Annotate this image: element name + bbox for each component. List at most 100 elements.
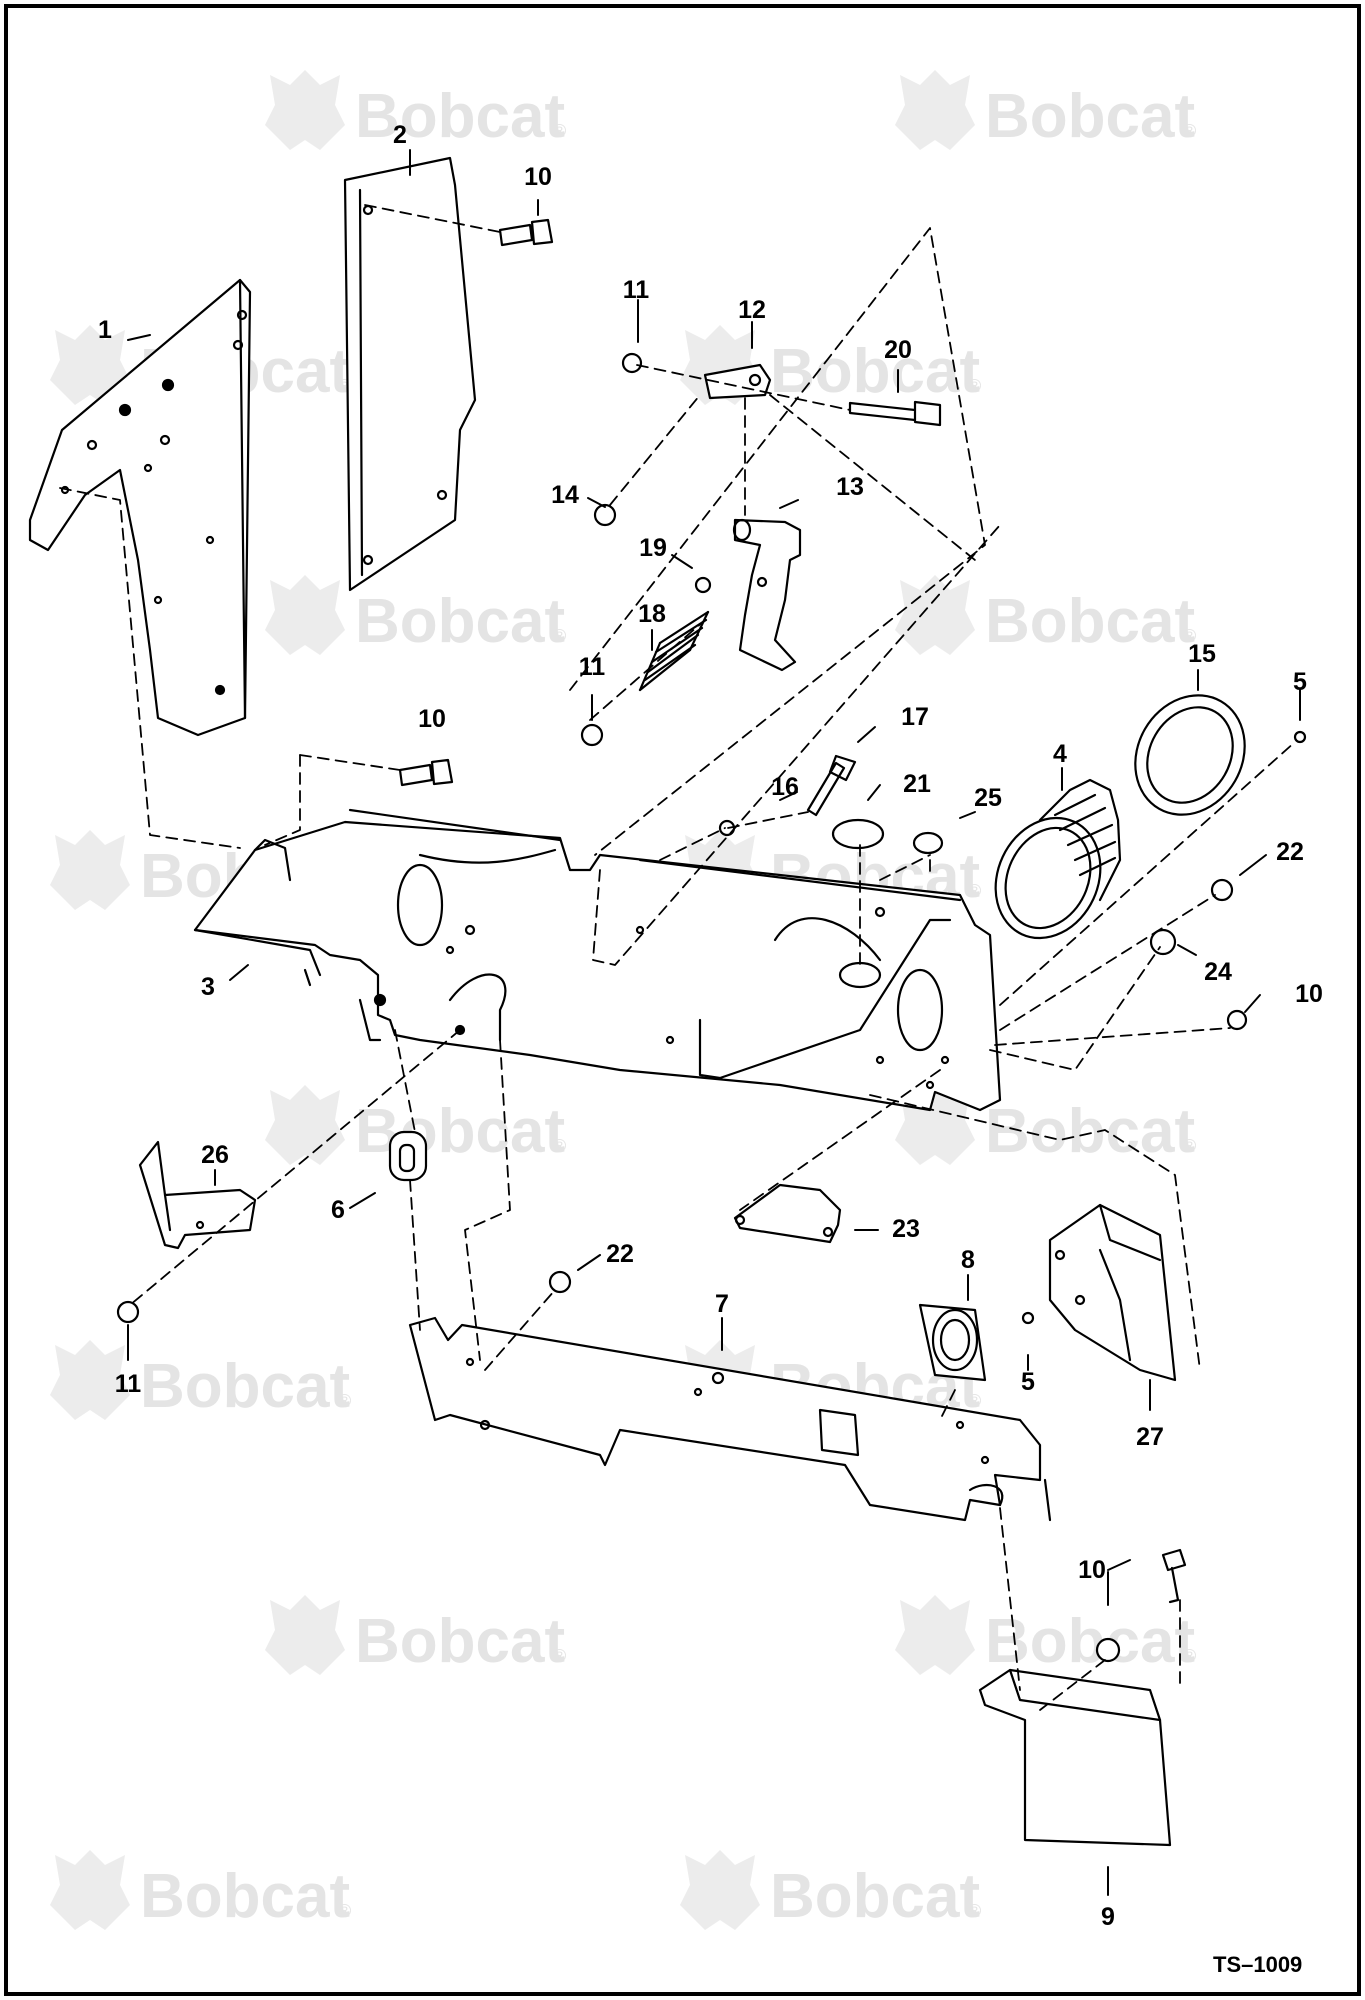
callout-number: 24 xyxy=(1204,958,1232,986)
watermark-brand: Bobcat xyxy=(355,1097,565,1166)
watermark-registered-mark: ® xyxy=(338,1901,351,1921)
watermark-brand: Bobcat xyxy=(985,1607,1195,1676)
callout-number: 3 xyxy=(201,973,215,1001)
callout-number: 5 xyxy=(1293,668,1307,696)
callout-number: 22 xyxy=(1276,838,1304,866)
callout-number: 10 xyxy=(1078,1556,1106,1584)
callout-number: 21 xyxy=(903,770,931,798)
watermark-registered-mark: ® xyxy=(968,376,981,396)
watermark-registered-mark: ® xyxy=(553,626,566,646)
callout-number: 7 xyxy=(715,1290,729,1318)
callout-number: 16 xyxy=(771,773,799,801)
part-6-grommet xyxy=(388,1130,428,1182)
watermark: Bobcat® xyxy=(680,1850,981,1931)
callout-number: 15 xyxy=(1188,640,1216,668)
watermark-brand: Bobcat xyxy=(770,337,980,406)
part-10-bolt-bottom xyxy=(1095,1637,1121,1663)
watermark: Bobcat® xyxy=(895,70,1196,151)
bobcat-logo-icon xyxy=(50,1850,130,1930)
watermark: Bobcat® xyxy=(265,1595,566,1676)
callout-number: 10 xyxy=(418,705,446,733)
callout-number: 4 xyxy=(1053,740,1067,768)
callout-number: 5 xyxy=(1021,1368,1035,1396)
bobcat-logo-icon xyxy=(50,325,130,405)
part-22-bolt-lower xyxy=(548,1270,572,1294)
part-7-lower-plate xyxy=(408,1316,1052,1522)
part-13-lever xyxy=(732,518,802,672)
watermark-registered-mark: ® xyxy=(553,1646,566,1666)
part-22-bolt-upper xyxy=(1210,878,1234,902)
callout-number: 1 xyxy=(98,316,112,344)
bobcat-logo-icon xyxy=(50,1340,130,1420)
watermark: Bobcat® xyxy=(265,70,566,151)
watermark-brand: Bobcat xyxy=(355,1607,565,1676)
bobcat-logo-icon xyxy=(265,1595,345,1675)
part-24-washer xyxy=(1149,928,1177,956)
callout-number: 23 xyxy=(892,1215,920,1243)
watermark-brand: Bobcat xyxy=(355,587,565,656)
callout-number: 12 xyxy=(738,296,766,324)
part-25-plug xyxy=(912,831,944,855)
part-5-screw-lower xyxy=(1021,1311,1035,1325)
watermark: Bobcat® xyxy=(895,575,1196,656)
bobcat-logo-icon xyxy=(265,1085,345,1165)
callout-number: 11 xyxy=(623,276,650,304)
part-8-cover xyxy=(918,1303,987,1382)
watermark-registered-mark: ® xyxy=(1183,626,1196,646)
part-10-bolt-top xyxy=(498,218,554,247)
callout-number: 20 xyxy=(884,336,912,364)
callout-number: 14 xyxy=(551,481,579,509)
watermark-brand: Bobcat xyxy=(985,1097,1195,1166)
part-9-angle-bracket xyxy=(978,1668,1172,1847)
part-11-nut-lower xyxy=(116,1300,140,1324)
callout-labels: 1234556789101010101111111213141516171819… xyxy=(98,121,1323,1931)
watermark: Bobcat® xyxy=(50,1850,351,1931)
assembly-lines xyxy=(59,204,1296,1711)
watermark-brand: Bobcat xyxy=(770,1862,980,1931)
part-27-box xyxy=(1048,1203,1177,1382)
bobcat-logo-icon xyxy=(895,1595,975,1675)
watermark-registered-mark: ® xyxy=(1183,1136,1196,1156)
callout-number: 13 xyxy=(836,473,864,501)
part-3-main-panel xyxy=(193,808,1002,1112)
part-5-screw-upper xyxy=(1293,730,1307,744)
callout-number: 10 xyxy=(524,163,552,191)
leader-lines xyxy=(127,149,1301,1896)
part-23-strap xyxy=(733,1183,842,1244)
callout-number: 10 xyxy=(1295,980,1323,1008)
watermark-brand: Bobcat xyxy=(355,82,565,151)
callout-number: 25 xyxy=(974,784,1002,812)
watermark-registered-mark: ® xyxy=(968,881,981,901)
callout-number: 27 xyxy=(1136,1423,1164,1451)
callout-number: 22 xyxy=(606,1240,634,1268)
part-10-bolt-right xyxy=(1226,1009,1248,1031)
callout-number: 17 xyxy=(901,703,929,731)
watermark-brand: Bobcat xyxy=(985,82,1195,151)
watermark-registered-mark: ® xyxy=(553,121,566,141)
callout-number: 11 xyxy=(115,1370,142,1398)
bobcat-logo-icon xyxy=(895,575,975,655)
watermark-registered-mark: ® xyxy=(1183,121,1196,141)
bobcat-logo-icon xyxy=(265,70,345,150)
callout-number: 26 xyxy=(201,1141,229,1169)
part-15-ring xyxy=(1134,694,1246,816)
watermark: Bobcat® xyxy=(265,575,566,656)
bobcat-logo-icon xyxy=(895,70,975,150)
callout-number: 8 xyxy=(961,1246,975,1274)
outer-border xyxy=(4,4,1361,1996)
part-10-bolt-lower xyxy=(1161,1548,1187,1604)
callout-number: 9 xyxy=(1101,1903,1115,1931)
drawing-reference: TS–1009 xyxy=(1213,1952,1302,1977)
watermark-registered-mark: ® xyxy=(968,1901,981,1921)
part-21-plug xyxy=(831,818,885,850)
watermark-registered-mark: ® xyxy=(553,1136,566,1156)
watermark-registered-mark: ® xyxy=(338,1391,351,1411)
watermark: Bobcat® xyxy=(50,1340,351,1421)
watermark-brand: Bobcat xyxy=(140,1862,350,1931)
watermark: Bobcat® xyxy=(895,1085,1196,1166)
callout-number: 6 xyxy=(331,1196,345,1224)
watermark-brand: Bobcat xyxy=(985,587,1195,656)
part-4-boot xyxy=(994,778,1122,940)
part-14-pin xyxy=(593,503,617,527)
